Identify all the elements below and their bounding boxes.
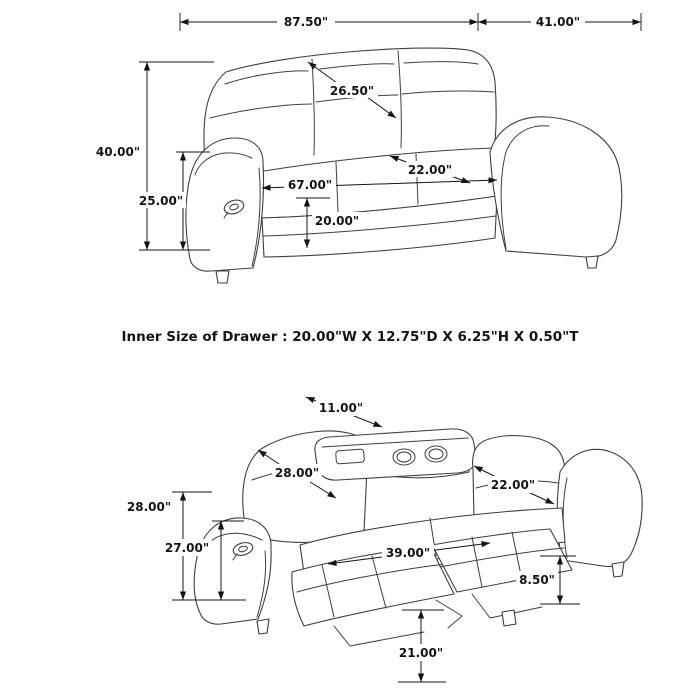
dim-label-seat-height: 20.00" bbox=[315, 214, 359, 228]
dim-recline-length: 39.00" bbox=[327, 540, 491, 567]
footrest-mechanism bbox=[333, 625, 425, 647]
dim-footrest-thickness: 8.50" bbox=[516, 555, 580, 605]
cupholder bbox=[392, 448, 416, 466]
dim-label-footrest-floor-height: 21.00" bbox=[399, 646, 443, 660]
sofa-upright-drawing bbox=[185, 47, 623, 284]
drawer-size-note: Inner Size of Drawer : 20.00"W X 12.75"D… bbox=[122, 329, 580, 345]
dim-arm-to-arm-width: 41.00" bbox=[478, 13, 642, 31]
dim-seat-cushion-width-reclined: 22.00" bbox=[473, 465, 555, 505]
drop-down-table bbox=[314, 428, 477, 481]
dim-label-arm-height: 25.00" bbox=[139, 194, 183, 208]
dim-label-back-cushion-width: 26.50" bbox=[330, 84, 374, 98]
dim-arm-height-reclined: 27.00" bbox=[162, 520, 244, 600]
dim-label-seat-cushion-width: 22.00" bbox=[408, 163, 452, 177]
recliner-handle bbox=[223, 199, 245, 219]
dim-back-cushion-width: 26.50" bbox=[307, 61, 397, 119]
sofa-leg bbox=[215, 270, 230, 284]
tray-slot bbox=[335, 448, 365, 465]
footrest-leg bbox=[501, 609, 517, 627]
sofa-leg bbox=[611, 561, 625, 578]
dim-back-cushion-width-reclined: 28.00" bbox=[257, 449, 337, 499]
sofa-leg bbox=[256, 618, 270, 635]
left-arm bbox=[185, 137, 265, 272]
dim-seat-cushion-width: 22.00" bbox=[389, 155, 471, 184]
dim-arm-height: 25.00" bbox=[136, 151, 210, 250]
dim-footrest-floor-height: 21.00" bbox=[395, 609, 447, 683]
dim-label-back-cushion-width: 28.00" bbox=[275, 466, 319, 480]
dim-label-recline-length: 39.00" bbox=[386, 546, 430, 560]
dim-label-inner-seat-width: 67.00" bbox=[288, 178, 332, 192]
dim-seat-height: 20.00" bbox=[296, 197, 362, 248]
cupholder bbox=[424, 445, 448, 463]
dim-label-seat-cushion-width: 22.00" bbox=[491, 478, 535, 492]
dim-label-overall-width: 87.50" bbox=[284, 15, 328, 29]
sofa-reclined-drawing bbox=[193, 428, 643, 647]
dim-label-overall-height: 28.00" bbox=[127, 500, 171, 514]
dim-overall-height-reclined: 28.00" bbox=[124, 491, 246, 601]
recliner-handle bbox=[232, 542, 254, 561]
dim-label-table-width: 11.00" bbox=[319, 401, 363, 415]
dim-label-footrest-thickness: 8.50" bbox=[519, 573, 555, 587]
dim-inner-seat-width: 67.00" bbox=[261, 176, 498, 192]
right-arm bbox=[556, 448, 643, 568]
sofa-leg bbox=[585, 255, 599, 269]
dim-overall-height: 40.00" bbox=[93, 61, 214, 251]
dim-label-arm-to-arm: 41.00" bbox=[536, 15, 580, 29]
dim-label-arm-height: 27.00" bbox=[165, 541, 209, 555]
dim-overall-width: 87.50" bbox=[179, 13, 479, 31]
dim-label-overall-height: 40.00" bbox=[96, 145, 140, 159]
right-arm bbox=[489, 116, 623, 258]
dim-table-width: 11.00" bbox=[305, 396, 383, 428]
